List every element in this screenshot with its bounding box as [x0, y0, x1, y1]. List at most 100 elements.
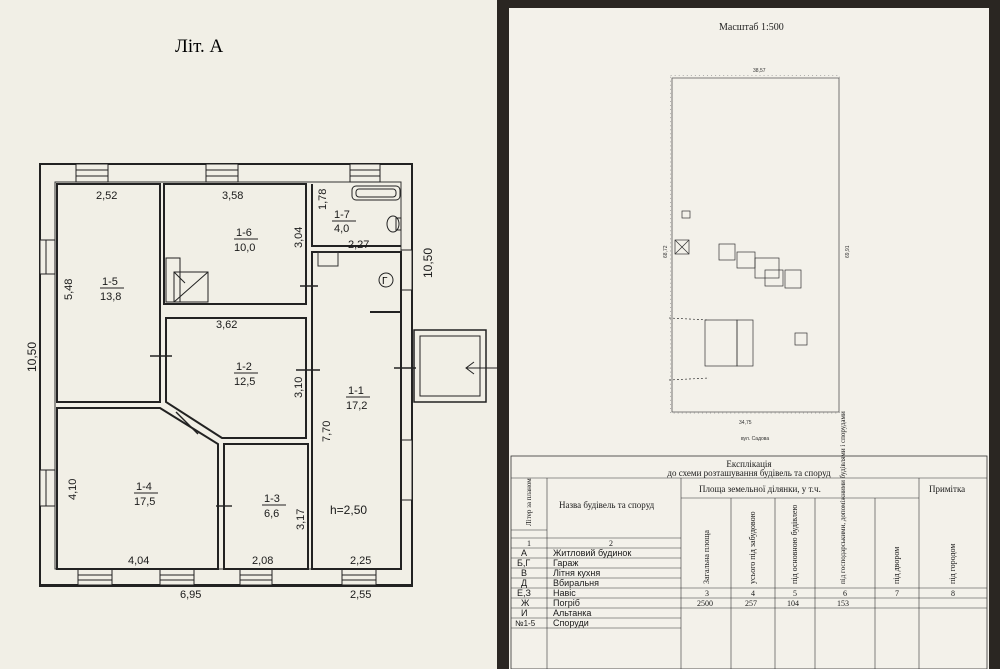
num-3: 3	[705, 589, 709, 598]
row-letter: Б,Г	[517, 558, 530, 568]
sub-col-5: під двором	[892, 547, 901, 584]
sub-col-4: під господарськими, допоміжними будівлям…	[839, 411, 847, 584]
svg-text:10,0: 10,0	[234, 242, 255, 254]
window-bottom-4	[341, 568, 377, 586]
label-room-1-4: 1-4 17,5	[134, 481, 158, 508]
svg-text:1-5: 1-5	[102, 276, 118, 288]
num-8: 8	[951, 589, 955, 598]
dim-7-70: 7,70	[321, 421, 333, 442]
dim-top-b: 3,58	[222, 190, 243, 202]
num-7: 7	[895, 589, 899, 598]
row-name: Споруди	[553, 618, 589, 628]
svg-text:17,2: 17,2	[346, 400, 367, 412]
room-1-7	[311, 184, 401, 247]
window-right-2	[400, 439, 413, 501]
door-bath	[317, 251, 339, 267]
num-4: 4	[751, 589, 755, 598]
val-aux: 153	[837, 599, 849, 608]
outer-wall	[39, 163, 413, 587]
sub-col-3: під основною будівлею	[790, 505, 799, 584]
dim-top-c: 1,78	[317, 189, 329, 210]
row-letter: Ж	[521, 598, 530, 608]
window-bottom-3	[239, 568, 273, 586]
row-name: Альтанка	[553, 608, 591, 618]
dim-4-10: 4,10	[67, 479, 79, 500]
val-total: 2500	[697, 599, 713, 608]
explication-table: Експлікація до схеми розташування будіве…	[510, 411, 988, 669]
window-right-1	[400, 249, 413, 291]
window-top-2	[205, 163, 239, 183]
dim-3-10: 3,10	[293, 377, 305, 398]
svg-text:6,6: 6,6	[264, 508, 279, 520]
table-subtitle: до схеми розташування будівель та споруд	[667, 468, 831, 478]
svg-text:1-6: 1-6	[236, 227, 252, 239]
window-bottom-2	[159, 568, 195, 586]
dim-top-a: 2,52	[96, 190, 117, 202]
svg-text:1-1: 1-1	[348, 385, 364, 397]
plan-title: Літ. А	[175, 36, 224, 57]
row-letter: Д	[521, 578, 527, 588]
room-1-2	[165, 317, 307, 439]
street-label: вул. Садова	[741, 436, 769, 442]
dim-2-27: 2,27	[348, 239, 369, 251]
svg-text:1-7: 1-7	[334, 209, 350, 221]
site-buildings	[668, 210, 808, 381]
val-main: 104	[787, 599, 799, 608]
window-top-1	[75, 163, 109, 183]
row-letter: Е,З	[517, 588, 531, 598]
dim-3-17: 3,17	[295, 509, 307, 530]
num-6: 6	[843, 589, 847, 598]
dim-bottom-2-55: 2,55	[350, 589, 371, 601]
dim-2-08: 2,08	[252, 555, 273, 567]
room-1-3	[223, 443, 309, 570]
row-letter: А	[521, 548, 527, 558]
door-ticks	[150, 285, 416, 507]
row-letter: В	[521, 568, 527, 578]
stove	[165, 257, 209, 303]
porch	[413, 329, 497, 403]
dim-left-10-50: 10,50	[25, 342, 39, 372]
dim-2-25: 2,25	[350, 555, 371, 567]
dim-bottom-6-95: 6,95	[180, 589, 201, 601]
bathtub-icon	[351, 185, 401, 201]
svg-text:1-3: 1-3	[264, 493, 280, 505]
svg-text:17,5: 17,5	[134, 496, 155, 508]
svg-text:1-4: 1-4	[136, 481, 152, 493]
room-1-5	[56, 183, 161, 403]
dim-3-04: 3,04	[293, 227, 305, 248]
window-left-1	[39, 239, 56, 275]
svg-text:13,8: 13,8	[100, 291, 121, 303]
col-name: Назва будівель та споруд	[559, 500, 655, 510]
floor-plan-drawing: Літ. А Г	[25, 36, 497, 601]
plot-bottom-dim: 34,75	[739, 420, 752, 426]
window-left-2	[39, 469, 56, 507]
ceiling-height: h=2,50	[330, 503, 367, 517]
plot-top-dim: 38,57	[753, 68, 766, 74]
label-room-1-5: 1-5 13,8	[100, 276, 124, 303]
col-area-group: Площа земельної ділянки, у т.ч.	[699, 484, 821, 494]
row-name: Погріб	[553, 598, 580, 608]
num-5: 5	[793, 589, 797, 598]
gas-label: Г	[382, 276, 388, 287]
label-room-1-1: 1-1 17,2	[346, 385, 370, 412]
floor-plan-sheet: Літ. А Г	[0, 0, 497, 669]
svg-text:12,5: 12,5	[234, 376, 255, 388]
label-room-1-3: 1-3 6,6	[262, 493, 286, 520]
num-1: 1	[527, 539, 531, 548]
label-room-1-7: 1-7 4,0	[332, 209, 356, 235]
row-name: Гараж	[553, 558, 578, 568]
toilet-icon	[386, 215, 402, 233]
dim-3-62: 3,62	[216, 319, 237, 331]
row-name: Житловий будинок	[553, 548, 631, 558]
dim-4-04: 4,04	[128, 555, 149, 567]
plot-left-dim: 68,72	[663, 245, 669, 258]
num-2: 2	[609, 539, 613, 548]
plot-boundary	[670, 75, 840, 414]
sub-col-2: усього під забудовою	[748, 511, 757, 584]
row-name: Літня кухня	[553, 568, 600, 578]
svg-text:4,0: 4,0	[334, 223, 349, 235]
table-title: Експлікація	[726, 459, 771, 469]
val-built: 257	[745, 599, 757, 608]
window-top-3	[349, 163, 381, 183]
room-1-1	[311, 251, 402, 570]
